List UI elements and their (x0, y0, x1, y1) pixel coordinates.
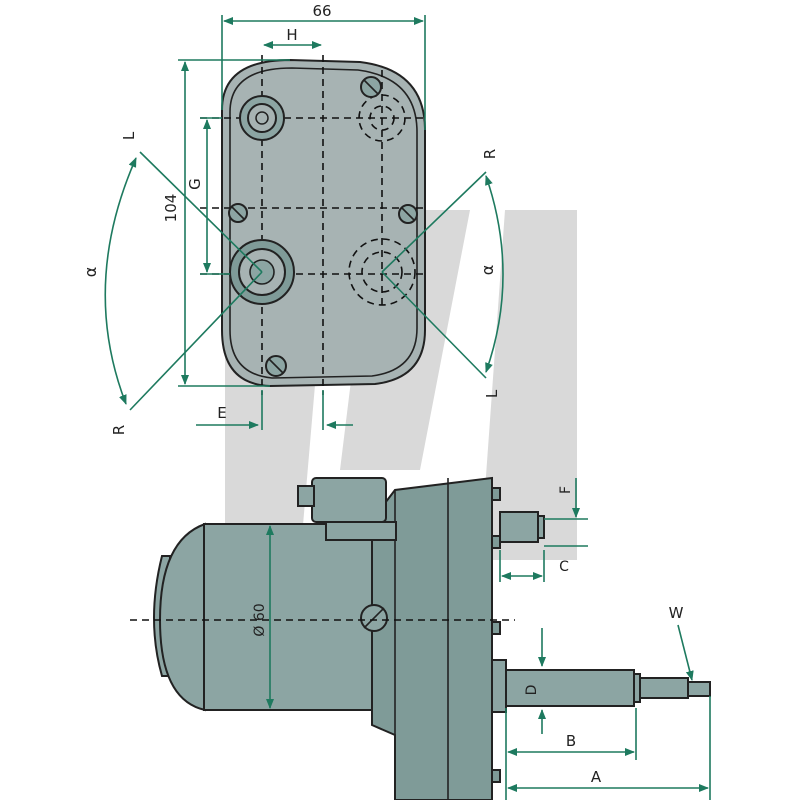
screw-right (398, 204, 418, 224)
screw-left (228, 203, 248, 223)
dim-e-label: E (217, 404, 226, 422)
output-shaft-collar (491, 659, 507, 713)
angle-right-bottom-label: L (483, 389, 501, 398)
screw-bottom (265, 355, 287, 377)
housing-screw (360, 604, 388, 632)
dim-g-label: G (186, 178, 204, 190)
dim-h-label: H (286, 26, 297, 44)
dim-c-label: C (559, 559, 569, 575)
dim-diameter-label: Ø 60 (252, 603, 268, 636)
output-shaft (505, 669, 635, 707)
side-view: Ø 60 F C D B A W (130, 476, 711, 801)
top-view: 66 H 104 G E L R α R L α (81, 2, 504, 435)
motor-cylinder (203, 523, 373, 711)
dim-w-label: W (669, 604, 684, 622)
dim-f-label: F (558, 486, 574, 494)
angle-left-symbol: α (81, 267, 100, 278)
dim-a-label: A (591, 768, 602, 786)
dim-d-label: D (524, 685, 540, 696)
angle-right-top-label: R (481, 149, 499, 159)
angle-right-symbol: α (478, 265, 497, 276)
angle-left-bottom-label: R (110, 425, 128, 435)
upper-shaft (499, 511, 539, 543)
output-shaft-tip (639, 677, 689, 699)
dim-width-label: 66 (312, 2, 331, 20)
connector-block (311, 477, 387, 523)
angle-left-top-label: L (120, 131, 138, 140)
dim-height-label: 104 (162, 194, 180, 223)
dim-b-label: B (566, 732, 576, 750)
screw-top-right (360, 76, 382, 98)
motor-dome (158, 522, 206, 712)
